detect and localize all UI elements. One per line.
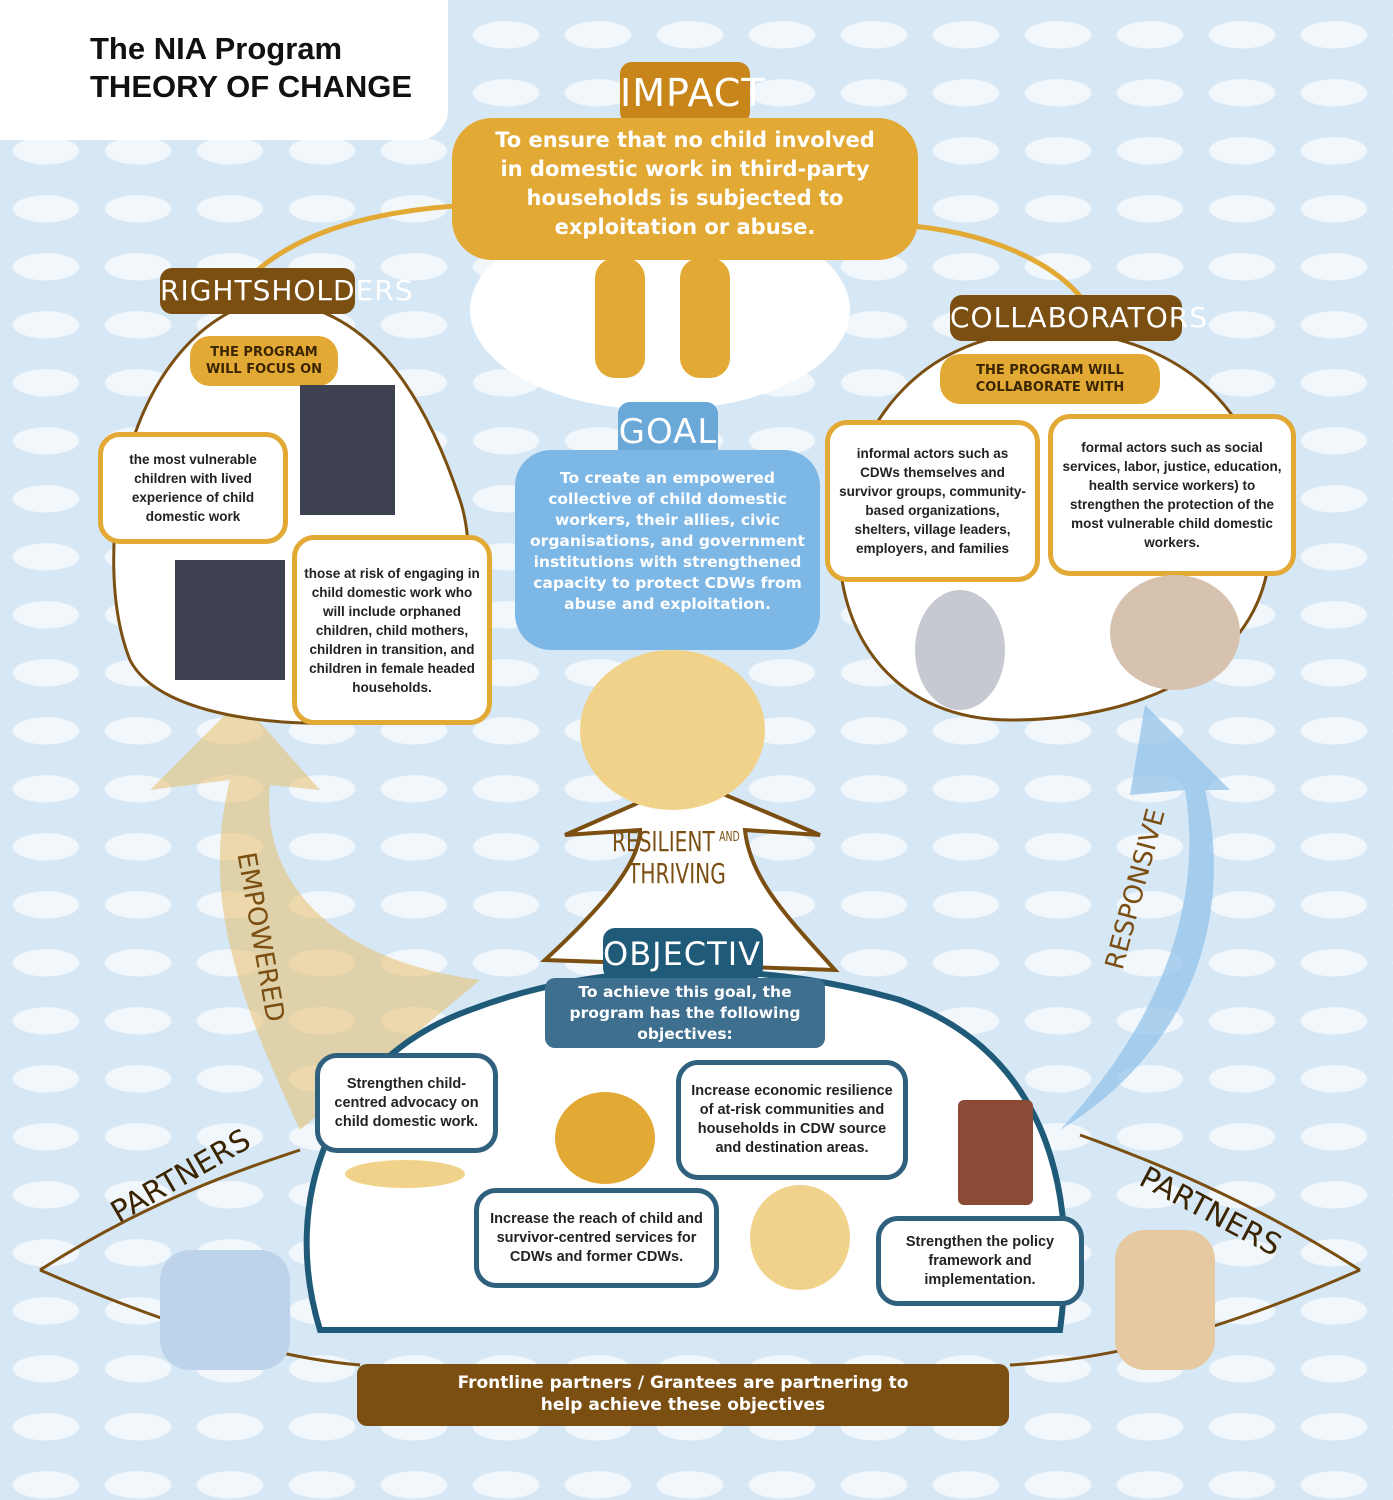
rightsholders-banner: RIGHTSHOLDERS	[160, 268, 413, 314]
child-illustration	[300, 385, 395, 515]
objective-item: Strengthen child-centred advocacy on chi…	[315, 1053, 498, 1153]
child-illustration	[680, 258, 730, 378]
impact-banner: IMPACT	[620, 62, 765, 124]
rightsholder-item: the most vulnerable children with lived …	[98, 432, 288, 544]
focus-pill: THE PROGRAM WILL FOCUS ON	[190, 336, 338, 386]
collaborate-pill: THE PROGRAM WILL COLLABORATE WITH	[940, 354, 1160, 404]
objective-item: Increase economic resilience of at-risk …	[676, 1060, 908, 1180]
title-line1: The NIA Program	[90, 31, 343, 66]
title-line2: THEORY OF CHANGE	[90, 69, 413, 104]
group-illustration	[580, 650, 765, 810]
objective-item: Increase the reach of child and survivor…	[474, 1188, 719, 1288]
collaborator-item: informal actors such as CDWs themselves …	[825, 420, 1040, 582]
thriving-label: THRIVING	[628, 857, 726, 890]
goal-text: To create an empowered collective of chi…	[515, 450, 820, 650]
people-illustration	[915, 590, 1005, 710]
responsive-arrow	[1060, 705, 1230, 1130]
resilient-arrow	[540, 777, 840, 973]
child-illustration	[595, 258, 645, 378]
title-block: The NIA Program THEORY OF CHANGE	[0, 0, 448, 140]
collaborator-item: formal actors such as social services, l…	[1048, 414, 1296, 576]
rightsholder-item: those at risk of engaging in child domes…	[292, 535, 492, 725]
partners-footer: Frontline partners / Grantees are partne…	[357, 1364, 1009, 1426]
objective-item: Strengthen the policy framework and impl…	[876, 1216, 1084, 1306]
workers-illustration	[1110, 575, 1240, 690]
network-hand-icon	[555, 1092, 655, 1184]
child-illustration	[175, 560, 285, 680]
collaborators-banner: COLLABORATORS	[950, 295, 1207, 341]
and-label: AND	[719, 830, 740, 845]
resilient-thriving-label: RESILIENT AND THRIVING	[612, 826, 789, 890]
resilient-label: RESILIENT	[612, 825, 715, 858]
objectives-intro: To achieve this goal, the program has th…	[545, 978, 825, 1048]
partners-illustration	[1115, 1230, 1215, 1370]
scales-icon	[345, 1160, 465, 1188]
clipboard-icon	[958, 1100, 1033, 1205]
empowered-arrow	[150, 700, 480, 1130]
fist-icon	[750, 1185, 850, 1290]
objectives-banner: OBJECTIVES	[603, 928, 803, 980]
impact-text: To ensure that no child involved in dome…	[452, 118, 918, 260]
partners-illustration	[160, 1250, 290, 1370]
